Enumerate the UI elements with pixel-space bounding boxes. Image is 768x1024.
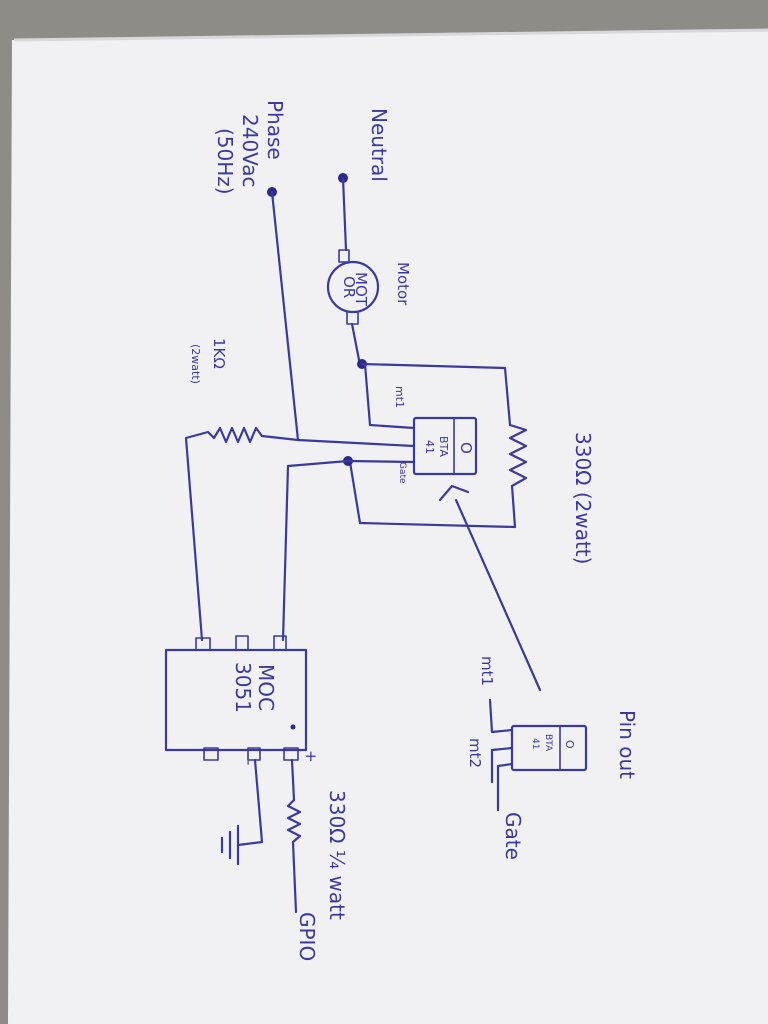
label-snubber-resistor: 330Ω (2watt) [571, 432, 595, 564]
pinout-gate-lead [496, 762, 514, 812]
ground-wire [236, 758, 264, 847]
pinout-triac: O BTA 41 [488, 698, 588, 812]
label-neutral: Neutral [367, 108, 391, 182]
pinout-pointer-arrow [454, 498, 542, 692]
resistor-1k [206, 426, 264, 444]
gate-to-triac-wire [346, 459, 416, 464]
pinout-body-label-1: BTA [543, 734, 553, 752]
motor-body-label-2: OR [340, 276, 358, 298]
optocoupler-moc3051: MOC 3051 [164, 635, 308, 761]
label-mt1: mt1 [393, 386, 406, 408]
label-pin-gate: Gate [501, 812, 525, 860]
neutral-wire [341, 176, 348, 252]
triac-body-label-1: BTA [437, 436, 450, 457]
snubber-return-wire [348, 460, 362, 525]
motor-to-node-wire [350, 322, 362, 367]
mt1-wire [363, 362, 416, 430]
label-gate-short: Gate [397, 462, 407, 484]
label-r3: 330Ω ¼ watt [325, 790, 349, 920]
gpio-wire [291, 840, 298, 914]
label-minus: - [240, 760, 258, 765]
paper-edge [13, 28, 768, 42]
pinout-mt2-lead [490, 746, 514, 784]
phase-to-r1-wire [260, 434, 300, 442]
moc-body-label-1: MOC [254, 664, 278, 711]
label-r1-watt: (2watt) [189, 344, 202, 384]
label-phase: Phase [263, 100, 287, 160]
resistor-330-quarter [286, 798, 302, 844]
gate-to-moc-wire [281, 459, 350, 642]
triac-tab-label: O [457, 442, 475, 454]
label-pin-mt1: mt1 [478, 656, 496, 686]
pinout-tab-label: O [563, 740, 576, 749]
label-motor: Motor [394, 262, 412, 306]
snubber-top-wire [360, 362, 512, 427]
motor-body-label-1: MOT [352, 272, 370, 307]
label-pinout-title: Pin out [615, 710, 639, 779]
pinout-mt1-lead [488, 698, 514, 734]
ground-symbol [220, 824, 240, 866]
schematic: MOT OR O BTA 41 [164, 173, 588, 914]
snubber-resistor [508, 423, 528, 488]
r1-to-moc-wire [184, 430, 210, 642]
triac-body-label-2: 41 [423, 440, 436, 454]
label-r1-value: 1KΩ [210, 338, 228, 369]
moc-plus-wire [290, 758, 296, 802]
label-plus: + [302, 750, 320, 763]
motor-symbol: MOT OR [326, 249, 380, 325]
moc-body-label-2: 3051 [231, 662, 255, 713]
label-supply-voltage: 240Vac [238, 114, 262, 188]
label-supply-frequency: (50Hz) [213, 128, 237, 195]
label-gpio: GPIO [295, 912, 319, 961]
label-pin-mt2: mt2 [466, 738, 484, 768]
pinout-body-label-2: 41 [530, 738, 540, 749]
pinout-pointer-arrowhead [438, 484, 470, 502]
snubber-bottom-wire [358, 484, 517, 529]
paper-sheet [8, 30, 768, 1024]
